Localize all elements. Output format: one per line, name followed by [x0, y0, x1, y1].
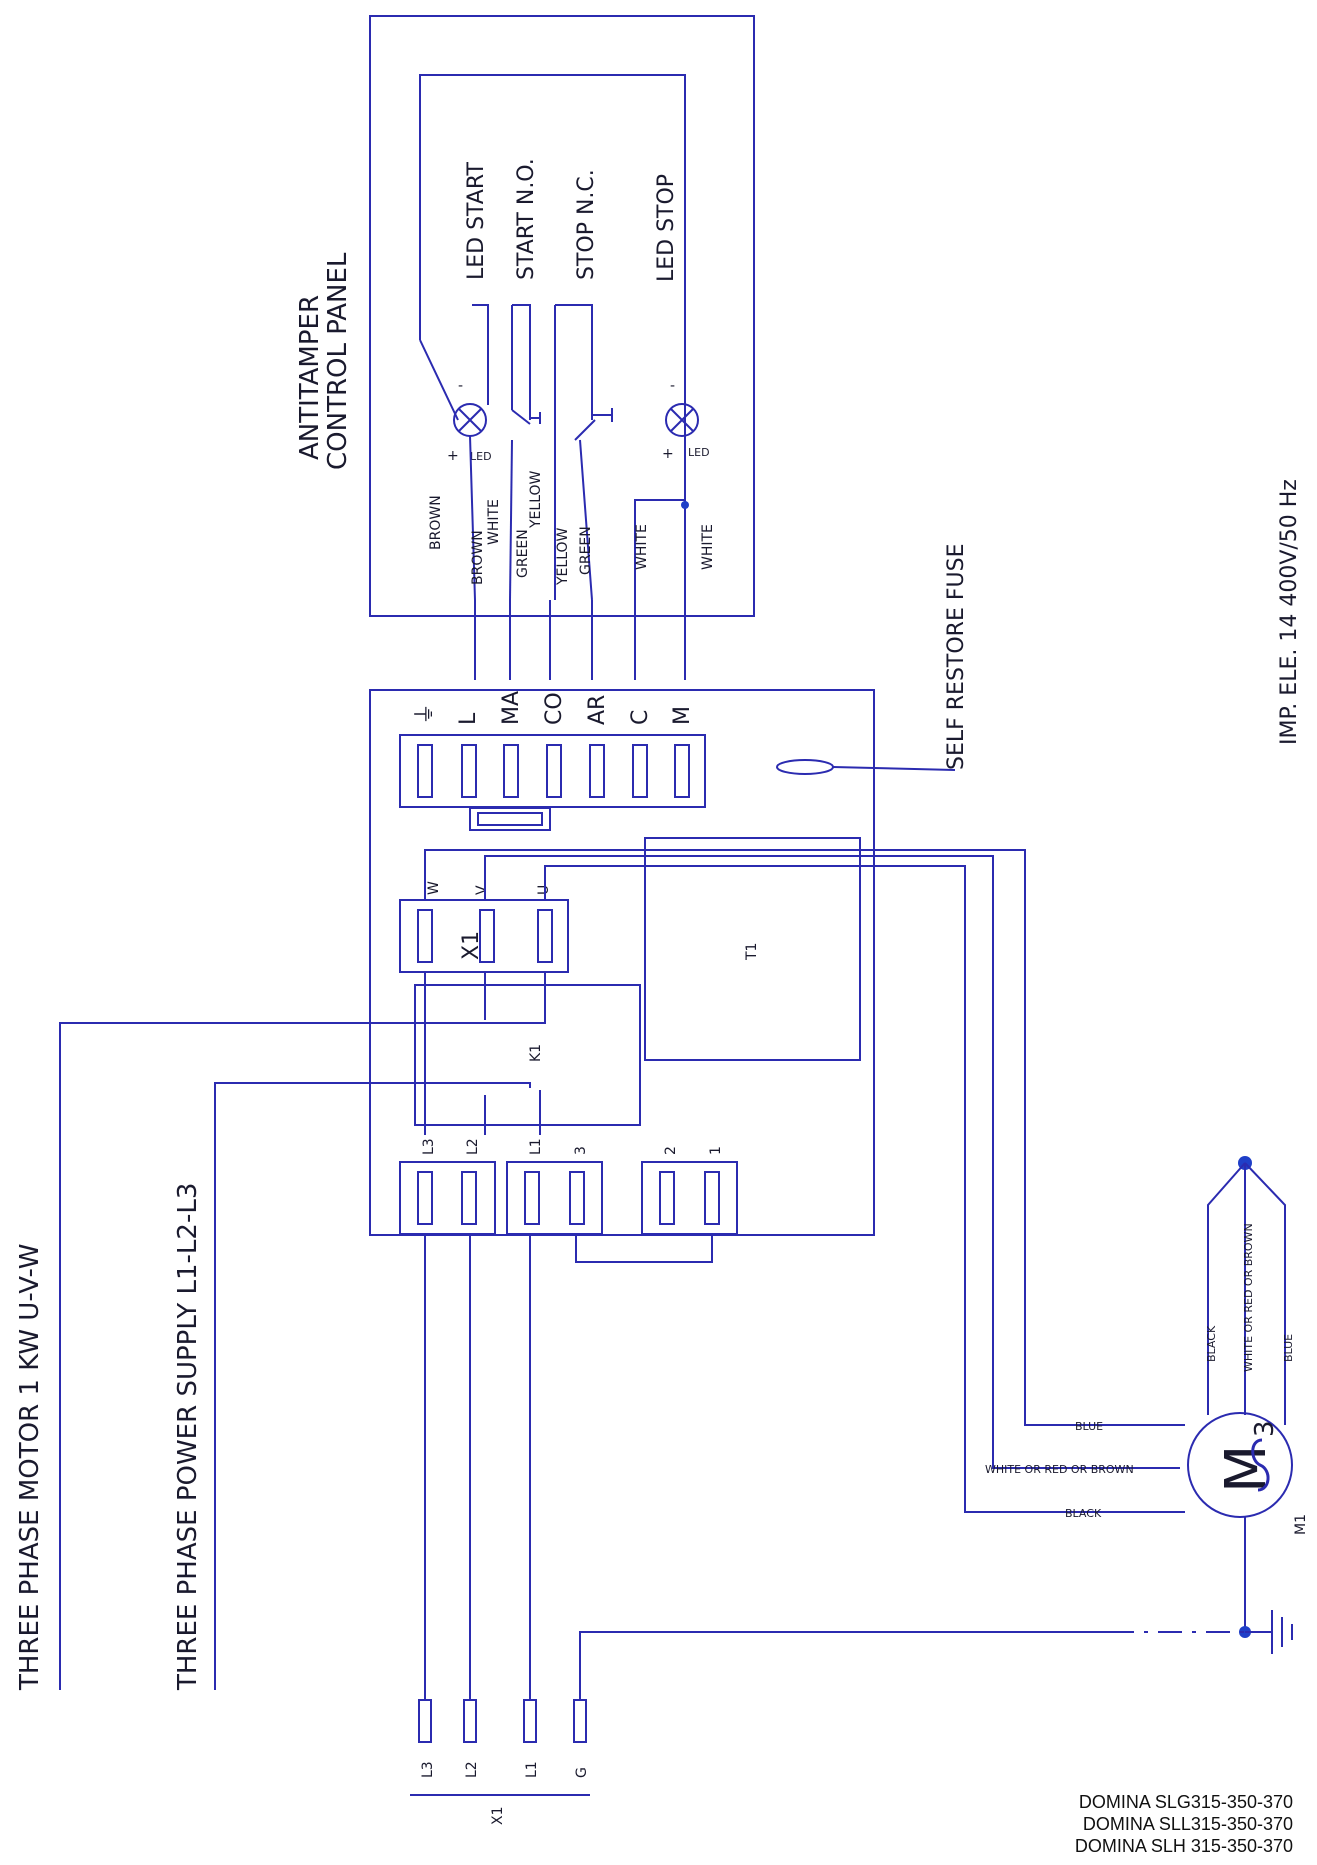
main-board [369, 689, 875, 1236]
top-terminal-labels: ⏚ L MA CO AR C M [413, 691, 695, 725]
led-start-label: LED START [464, 161, 489, 280]
panel-to-board-wires [474, 600, 686, 680]
star-label-white: WHITE OR RED OR BROWN [1242, 1223, 1255, 1372]
terminal-w: W [426, 881, 442, 895]
x1-out-l2: L2 [464, 1761, 480, 1778]
t1-label: T1 [744, 943, 760, 961]
motor-wire-black [544, 865, 1185, 1513]
led-stop-minus: - [670, 378, 675, 394]
self-restore-fuse: SELF RESTORE FUSE [776, 544, 969, 775]
terminal-m: M [670, 706, 695, 725]
k1-label: K1 [528, 1044, 544, 1062]
k1-internal-wires [424, 972, 546, 1135]
terminal-bottom-l3: L3 [421, 1138, 437, 1155]
contactor-k1 [414, 984, 641, 1126]
motor-wire-white [484, 855, 1180, 1469]
model-line-2: DOMINA SLL315-350-370 [1082, 1814, 1293, 1834]
wire-label-yellow-1: YELLOW [528, 470, 544, 529]
supply-title: THREE PHASE POWER SUPPLY L1-L2-L3 [173, 1183, 203, 1691]
wire-label-brown-1: BROWN [428, 495, 444, 550]
motor-wire-label-blue: BLUE [1075, 1420, 1103, 1433]
terminal-bottom-l2: L2 [465, 1138, 481, 1155]
model-list: DOMINA SLG315-350-370 DOMINA SLL315-350-… [1075, 1791, 1293, 1857]
terminal-bottom-3: 3 [573, 1146, 589, 1155]
panel-junction-node [681, 501, 689, 509]
led-stop-led-text: LED [688, 446, 710, 459]
terminal-bottom-2: 2 [663, 1146, 679, 1155]
x1-board-label: X1 [459, 931, 484, 960]
stop-nc-label: STOP N.C. [574, 169, 599, 280]
top-terminal-block [399, 734, 706, 831]
model-line-1: DOMINA SLG315-350-370 [1078, 1792, 1293, 1812]
imp-label: IMP. ELE. 14 400V/50 Hz [1277, 479, 1302, 745]
terminal-c: C [628, 710, 653, 725]
wire-label-white-2: WHITE [634, 524, 650, 570]
x1-output-terminals: L3 L2 L1 G X1 [410, 1699, 590, 1826]
motor-wire-blue [424, 849, 1185, 1426]
model-line-3: DOMINA SLH 315-350-370 [1074, 1836, 1293, 1856]
x1-out-l1: L1 [524, 1761, 540, 1778]
motor-phase-number: 3 [1250, 1420, 1280, 1437]
motor-title: THREE PHASE MOTOR 1 KW U-V-W [15, 1244, 45, 1692]
panel-title-line-2: CONTROL PANEL [323, 252, 353, 470]
bridge-3-1 [575, 1234, 713, 1263]
panel-title: ANTITAMPER CONTROL PANEL [295, 252, 353, 470]
terminal-l: L [456, 712, 481, 725]
led-start-plus: + [447, 448, 459, 464]
wire-label-green-2: GREEN [578, 526, 594, 575]
bottom-terminal-labels: L3 L2 L1 3 2 1 [421, 1138, 724, 1155]
wire-label-brown-2: BROWN [470, 530, 486, 585]
motor-earth [1110, 1517, 1293, 1654]
wire-label-green-1: GREEN [515, 529, 531, 578]
control-panel-box [369, 15, 755, 617]
x1-out-g: G [574, 1767, 590, 1778]
fuse-label: SELF RESTORE FUSE [944, 544, 969, 770]
start-no-switch [509, 304, 541, 601]
star-label-blue: BLUE [1282, 1334, 1295, 1362]
terminal-ma: MA [499, 691, 524, 725]
bottom-terminal-block [399, 1161, 738, 1235]
motor-wire-label-white: WHITE OR RED OR BROWN [985, 1463, 1134, 1476]
wire-label-white-1: WHITE [486, 499, 502, 545]
terminal-co: CO [542, 692, 567, 725]
transformer-t1 [644, 837, 861, 1061]
terminal-bottom-1: 1 [708, 1146, 724, 1155]
led-stop-indicator: + - LED [662, 378, 710, 462]
terminal-v: V [474, 885, 490, 895]
ground-wire [579, 1631, 1110, 1700]
terminal-ar: AR [585, 695, 610, 725]
led-start-minus: - [458, 378, 463, 394]
x1-out-label: X1 [490, 1807, 506, 1826]
supply-wires-down [424, 1234, 531, 1700]
motor-star-point: BLACK WHITE OR RED OR BROWN BLUE [1205, 1156, 1295, 1425]
stop-nc-switch [554, 304, 613, 601]
start-no-label: START N.O. [514, 158, 539, 280]
supply-line-left [214, 1082, 531, 1690]
led-start-led-text: LED [470, 450, 492, 463]
wire-label-white-3: WHITE [700, 524, 716, 570]
motor-line-left [59, 1015, 546, 1690]
motor-m1: M 3 M1 [1187, 1412, 1309, 1535]
terminal-bottom-l1: L1 [528, 1138, 544, 1155]
led-stop-plus: + [662, 446, 674, 462]
wire-label-yellow-2: YELLOW [555, 527, 571, 586]
star-label-black: BLACK [1205, 1325, 1218, 1362]
terminal-earth: ⏚ [413, 703, 438, 725]
motor-tilde-symbol [1251, 1438, 1270, 1492]
panel-title-line-1: ANTITAMPER [295, 295, 325, 460]
panel-loop-wire [419, 74, 686, 505]
motor-m-letter: M [1214, 1445, 1279, 1493]
x1-out-l3: L3 [420, 1761, 436, 1778]
motor-wire-label-black: BLACK [1065, 1507, 1102, 1520]
led-stop-label: LED STOP [654, 174, 679, 282]
motor-m1-label: M1 [1293, 1514, 1309, 1535]
